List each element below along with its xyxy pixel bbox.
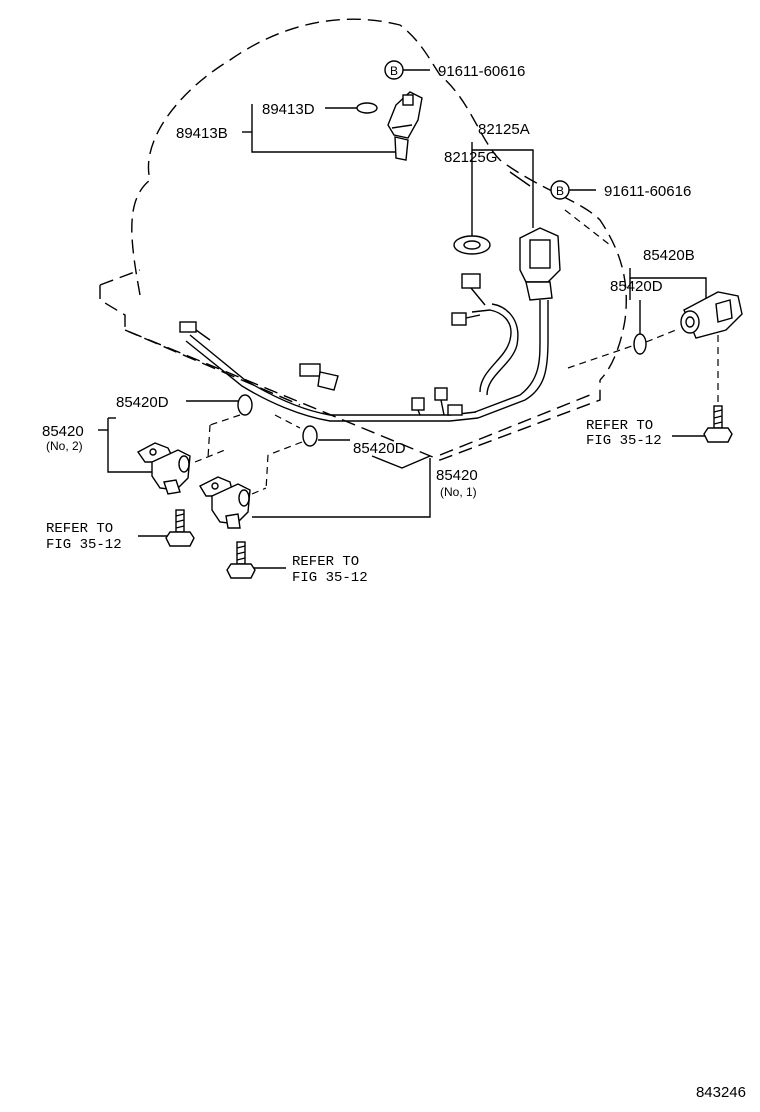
svg-text:REFER TO: REFER TO — [46, 521, 113, 537]
bolt-b-top-callout: B 91611-60616 — [384, 60, 525, 80]
part-number-89413B: 89413B — [176, 125, 228, 142]
transmission-case-outline — [131, 18, 627, 381]
part-number-89413D: 89413D — [262, 101, 315, 118]
part-number-85420-no1-sub: (No, 1) — [440, 485, 477, 499]
refer-right-group: REFER TO FIG 35-12 — [586, 405, 733, 449]
part-number-85420D-left: 85420D — [116, 394, 169, 411]
callout-85420D-left: 85420D — [116, 394, 253, 463]
part-number-82125G: 82125G — [444, 149, 497, 166]
bolt-left-icon — [165, 509, 195, 547]
callout-89413: 89413D 89413B — [176, 101, 395, 153]
svg-text:B: B — [390, 64, 398, 78]
part-number-85420-no2: 85420 — [42, 423, 84, 440]
part-number-91611-top: 91611-60616 — [438, 63, 525, 80]
svg-text:REFER TO: REFER TO — [586, 418, 653, 434]
part-number-85420-no2-sub: (No, 2) — [46, 439, 83, 453]
wire-harness-82125A-icon — [179, 227, 561, 422]
callout-82125: 82125A 82125G — [444, 121, 534, 255]
svg-text:REFER TO: REFER TO — [292, 554, 359, 570]
bolt-right-icon — [703, 405, 733, 443]
speed-sensor-85420-no1-icon — [199, 476, 251, 529]
figure-number: 843246 — [696, 1084, 746, 1101]
oring-85420D-right-icon — [633, 333, 647, 355]
part-number-91611-right: 91611-60616 — [604, 183, 691, 200]
oring-85420D-mid-icon — [302, 425, 318, 447]
speed-sensor-85420-no2-icon — [136, 442, 191, 495]
case-pan-edge — [124, 329, 591, 456]
callout-85420B: 85420B 85420D — [567, 247, 707, 369]
part-number-85420B: 85420B — [643, 247, 695, 264]
bolt-b-right-callout: B 91611-60616 — [550, 180, 691, 246]
part-number-82125A: 82125A — [478, 121, 530, 138]
svg-text:B: B — [556, 184, 564, 198]
case-lower-edge — [99, 269, 601, 461]
callout-85420-no1: 85420 (No, 1) — [252, 458, 478, 518]
bolt-mid-icon — [226, 541, 256, 579]
oring-85420D-left-icon — [237, 394, 253, 416]
svg-text:FIG 35-12: FIG 35-12 — [586, 433, 662, 449]
part-number-85420-no1: 85420 — [436, 467, 478, 484]
callout-85420D-mid: 85420D — [251, 414, 431, 495]
oring-89413D-icon — [356, 102, 378, 114]
part-number-85420D-mid: 85420D — [353, 440, 406, 457]
svg-text:FIG 35-12: FIG 35-12 — [46, 537, 122, 553]
speed-sensor-85420B-icon — [680, 291, 743, 405]
callout-85420-no2: 85420 (No, 2) — [42, 417, 160, 473]
speed-sensor-89413B-icon — [387, 91, 423, 161]
part-number-85420D-right: 85420D — [610, 278, 663, 295]
svg-text:FIG 35-12: FIG 35-12 — [292, 570, 368, 586]
refer-left-group: REFER TO FIG 35-12 — [46, 509, 195, 553]
refer-mid-group: REFER TO FIG 35-12 — [226, 541, 368, 586]
